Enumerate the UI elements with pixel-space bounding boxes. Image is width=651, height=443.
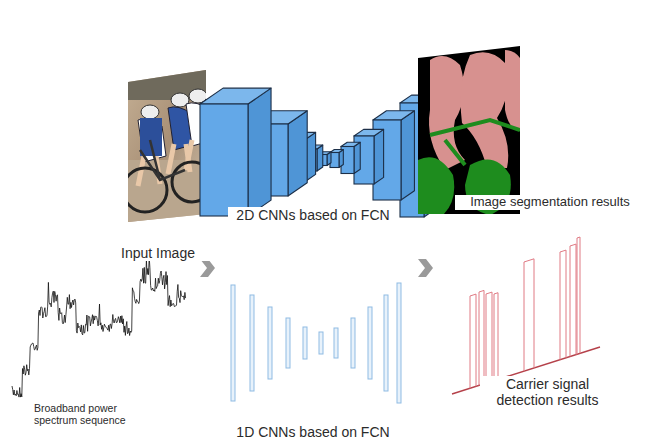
cnn-2d-blocks bbox=[200, 88, 436, 217]
block-side bbox=[374, 129, 384, 184]
layer-bar bbox=[397, 283, 401, 403]
network-label: 2D CNNs based on FCN bbox=[228, 207, 398, 223]
block-top bbox=[354, 129, 384, 136]
block-side bbox=[401, 111, 414, 200]
seg-bike-frame bbox=[430, 120, 520, 165]
layer-bar bbox=[231, 285, 235, 401]
network-label: 1D CNNs based on FCN bbox=[228, 424, 398, 440]
input-label: Broadband power spectrum sequence bbox=[34, 402, 146, 426]
seg-person bbox=[461, 52, 509, 168]
carrier-pulse bbox=[524, 259, 534, 371]
layer-bar bbox=[384, 295, 388, 391]
layer-bar bbox=[368, 307, 372, 379]
carrier-pulse bbox=[486, 292, 492, 383]
block-top bbox=[200, 88, 271, 104]
layer-bar bbox=[351, 318, 355, 368]
segmentation-map bbox=[410, 40, 530, 220]
flow-chevron bbox=[418, 259, 433, 277]
block-top bbox=[341, 142, 360, 146]
helmet bbox=[141, 105, 159, 119]
layer-bar bbox=[250, 295, 254, 391]
layer-bar bbox=[334, 328, 338, 358]
bike-wheel bbox=[123, 168, 167, 212]
layer-bar bbox=[303, 327, 307, 359]
jersey-stripe bbox=[140, 118, 162, 156]
seg-person bbox=[505, 50, 525, 131]
layer-bar bbox=[268, 307, 272, 379]
block-front bbox=[200, 104, 248, 216]
carrier-pulse bbox=[494, 293, 498, 381]
block-top bbox=[373, 111, 414, 120]
layer-bar bbox=[286, 318, 290, 368]
carrier-pulse bbox=[577, 237, 580, 354]
spectrum-trace bbox=[12, 257, 186, 397]
carrier-pulse bbox=[570, 244, 576, 356]
result-label: Carrier signal detection results bbox=[480, 376, 615, 408]
seg-ground bbox=[410, 40, 530, 220]
seg-person bbox=[429, 56, 465, 170]
flow-chevron bbox=[200, 259, 215, 277]
input-label: Input Image bbox=[98, 245, 218, 261]
result-label: Image segmentation results bbox=[455, 195, 645, 210]
layer-bar bbox=[319, 332, 323, 354]
carrier-pulse bbox=[560, 250, 566, 360]
block-side bbox=[354, 142, 360, 173]
block-side bbox=[288, 111, 307, 196]
bike-frame bbox=[140, 140, 185, 180]
carrier-pulse bbox=[479, 290, 484, 385]
seg-bike bbox=[418, 157, 454, 215]
block-side bbox=[248, 88, 271, 216]
carrier-pulse bbox=[470, 294, 476, 388]
